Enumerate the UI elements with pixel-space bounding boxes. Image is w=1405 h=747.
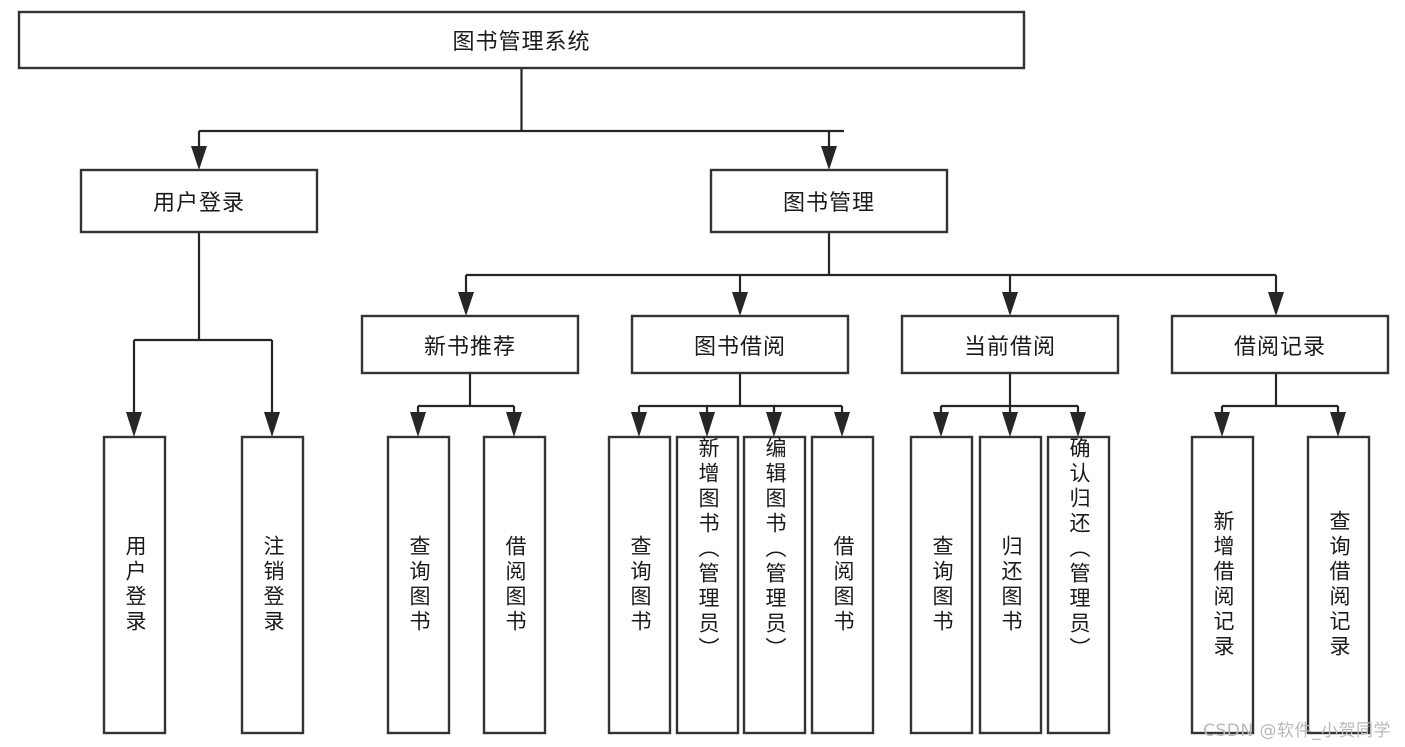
node-box-user-login[interactable] [79,168,319,234]
arrow-bookmgmt-to-n1 [458,292,474,316]
node-box-leaf-edit-book[interactable] [742,435,807,735]
connector-group-borrow-record [1214,373,1346,437]
arrow-record-to-leaf2 [1330,412,1346,437]
node-box-leaf-borrow-book-1[interactable] [482,435,547,735]
node-box-new-book-recommend[interactable] [360,314,580,375]
node-box-leaf-return-book[interactable] [978,435,1043,735]
node-box-leaf-query-book-3[interactable] [909,435,974,735]
node-box-leaf-query-book-1[interactable] [386,435,451,735]
node-box-leaf-query-record[interactable] [1306,435,1371,735]
node-box-leaf-logout[interactable] [240,435,305,735]
connector-group-book-borrow [631,373,850,437]
node-box-book-borrow[interactable] [630,314,850,375]
node-box-leaf-add-record[interactable] [1190,435,1255,735]
arrow-current-to-leaf2 [1002,412,1018,437]
node-box-leaf-user-login[interactable] [102,435,167,735]
arrow-bookmgmt-to-n3 [1002,292,1018,316]
node-box-root[interactable] [17,10,1026,70]
arrow-current-to-leaf1 [933,412,949,437]
node-box-leaf-add-book[interactable] [675,435,740,735]
node-box-book-management[interactable] [709,168,949,234]
arrow-current-to-leaf3 [1070,412,1086,437]
connector-group-current-borrow [933,373,1086,437]
arrow-borrow-to-leaf1 [631,412,647,437]
arrow-newbook-to-leaf2 [506,412,522,437]
arrow-bookmgmt-to-n2 [732,292,748,316]
connector-group-user-login [126,232,280,437]
node-box-borrow-record[interactable] [1170,314,1390,375]
arrow-borrow-to-leaf3 [766,412,782,437]
arrow-newbook-to-leaf1 [410,412,426,437]
arrow-borrow-to-leaf2 [699,412,715,437]
arrow-root-to-bookmgmt [821,146,837,170]
connector-group-root [191,68,844,170]
arrow-record-to-leaf1 [1214,412,1230,437]
arrow-bookmgmt-to-n4 [1268,292,1284,316]
csdn-watermark: CSDN @软件_小贺同学 [1203,721,1391,741]
arrow-root-to-login [191,146,207,170]
arrow-login-to-leaf1 [126,412,142,437]
connector-group-new-book [410,373,522,437]
node-box-current-borrow[interactable] [900,314,1120,375]
node-box-leaf-query-book-2[interactable] [607,435,672,735]
node-box-leaf-borrow-book-2[interactable] [810,435,875,735]
connector-group-book-management [458,232,1284,316]
node-box-leaf-confirm-return[interactable] [1046,435,1111,735]
arrow-borrow-to-leaf4 [834,412,850,437]
arrow-login-to-leaf2 [264,412,280,437]
